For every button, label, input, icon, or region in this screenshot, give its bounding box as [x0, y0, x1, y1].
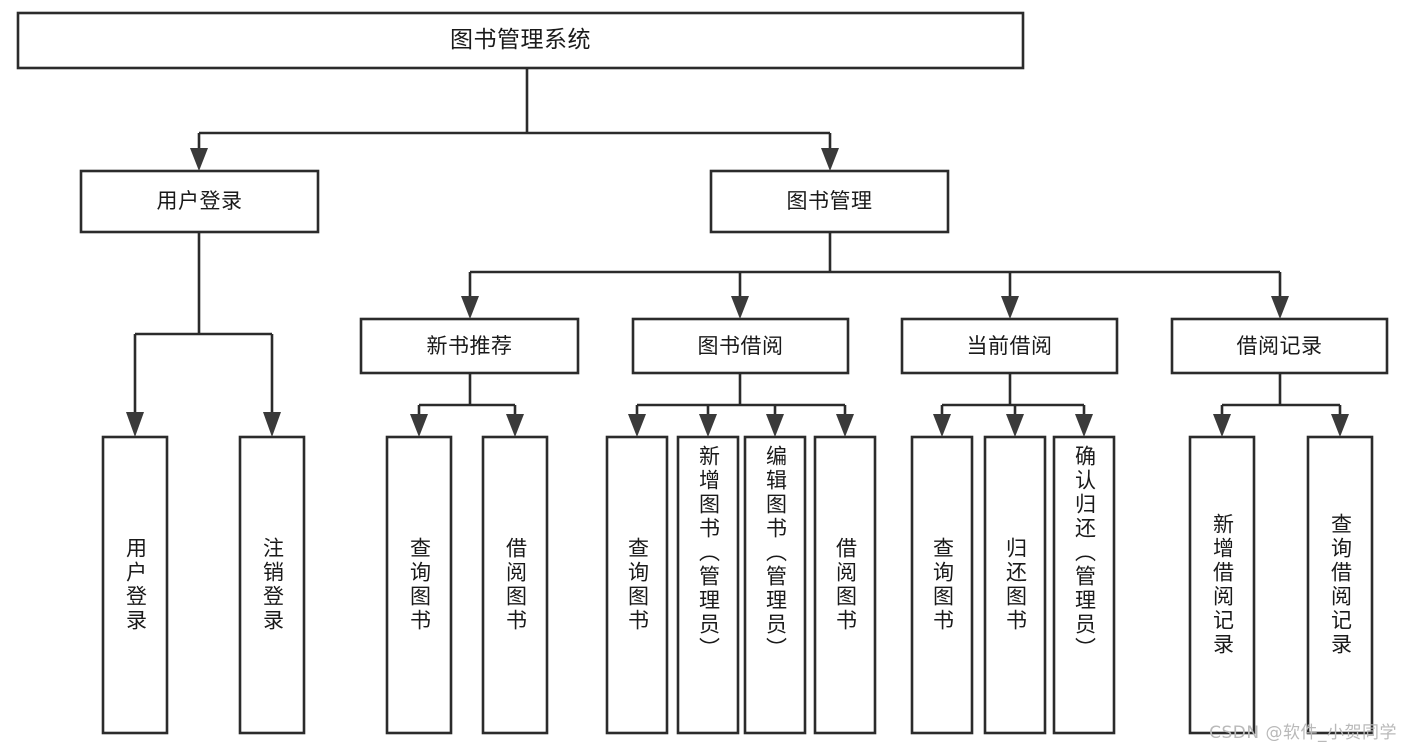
node-box-new-book-recommend[interactable] — [359, 317, 580, 375]
node-box-leaf-book-borrow-2[interactable] — [743, 435, 807, 735]
arrow-head-icon — [190, 148, 208, 171]
connector-new-book-to-leaves — [410, 373, 524, 437]
node-box-leaf-new-book-1[interactable] — [481, 435, 549, 735]
node-box-book-borrow[interactable] — [631, 317, 850, 375]
node-box-leaf-book-borrow-1[interactable] — [676, 435, 740, 735]
node-box-leaf-user-login-1[interactable] — [238, 435, 306, 735]
arrow-head-icon — [699, 414, 717, 437]
node-box-leaf-book-borrow-0[interactable] — [605, 435, 669, 735]
connector-book-manage-to-level2 — [461, 232, 1289, 319]
arrow-head-icon — [1331, 414, 1349, 437]
arrow-head-icon — [821, 148, 839, 171]
node-box-leaf-current-borrow-2[interactable] — [1052, 435, 1116, 735]
arrow-head-icon — [410, 414, 428, 437]
arrow-head-icon — [628, 414, 646, 437]
arrow-head-icon — [731, 296, 749, 319]
node-box-user-login[interactable] — [79, 169, 320, 234]
node-box-leaf-borrow-record-1[interactable] — [1306, 435, 1374, 735]
node-box-current-borrow[interactable] — [900, 317, 1119, 375]
connector-user-login-to-leaves — [126, 232, 281, 437]
connector-borrow-record-to-leaves — [1213, 373, 1349, 437]
node-box-leaf-user-login-0[interactable] — [101, 435, 169, 735]
arrow-head-icon — [766, 414, 784, 437]
arrow-head-icon — [1006, 414, 1024, 437]
node-box-leaf-book-borrow-3[interactable] — [813, 435, 877, 735]
arrow-head-icon — [126, 412, 144, 437]
node-box-leaf-current-borrow-0[interactable] — [910, 435, 974, 735]
node-box-leaf-borrow-record-0[interactable] — [1188, 435, 1256, 735]
node-box-leaf-current-borrow-1[interactable] — [983, 435, 1047, 735]
connector-current-borrow-to-leaves — [933, 373, 1093, 437]
arrow-head-icon — [506, 414, 524, 437]
arrow-head-icon — [263, 412, 281, 437]
arrow-head-icon — [1271, 296, 1289, 319]
node-box-root[interactable] — [16, 11, 1025, 70]
arrow-head-icon — [1213, 414, 1231, 437]
node-box-borrow-record[interactable] — [1170, 317, 1389, 375]
arrow-head-icon — [1075, 414, 1093, 437]
arrow-head-icon — [933, 414, 951, 437]
node-box-leaf-new-book-0[interactable] — [385, 435, 453, 735]
node-box-book-manage[interactable] — [709, 169, 950, 234]
connector-root-to-level1 — [190, 68, 839, 171]
connector-book-borrow-to-leaves — [628, 373, 854, 437]
arrow-head-icon — [461, 296, 479, 319]
arrow-head-icon — [836, 414, 854, 437]
arrow-head-icon — [1001, 296, 1019, 319]
